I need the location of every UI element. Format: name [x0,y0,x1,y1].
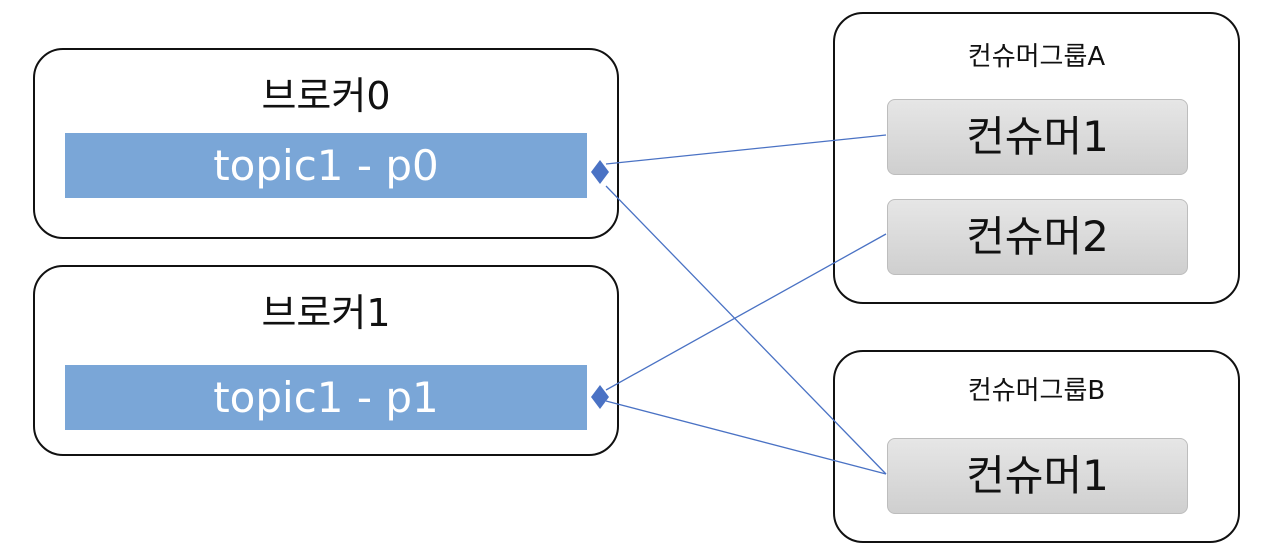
arrowhead-p0 [591,160,609,184]
consumer-group-a-box: 컨슈머그룹A 컨슈머1 컨슈머2 [833,12,1240,304]
partition-p0: topic1 - p0 [65,133,587,198]
group-b-consumer-1: 컨슈머1 [887,438,1188,514]
group-a-consumer-2: 컨슈머2 [887,199,1188,275]
arrow-group-b-consumer-1-to-p1 [605,400,887,475]
consumer-group-b-box: 컨슈머그룹B 컨슈머1 [833,350,1240,543]
arrow-group-a-consumer-1-to-p0 [605,134,887,165]
broker-0-title: 브로커0 [261,74,391,118]
group-a-consumer-1: 컨슈머1 [887,99,1188,175]
arrow-group-b-consumer-1-to-p0 [605,185,887,475]
arrow-group-a-consumer-2-to-p1 [605,233,887,391]
arrowhead-p1 [591,385,609,409]
consumer-group-b-title: 컨슈머그룹B [967,376,1106,406]
broker-1-title: 브로커1 [261,291,391,335]
partition-p1: topic1 - p1 [65,365,587,430]
broker-1-box: 브로커1 topic1 - p1 [33,265,619,456]
consumer-group-a-title: 컨슈머그룹A [967,42,1106,72]
broker-0-box: 브로커0 topic1 - p0 [33,48,619,239]
